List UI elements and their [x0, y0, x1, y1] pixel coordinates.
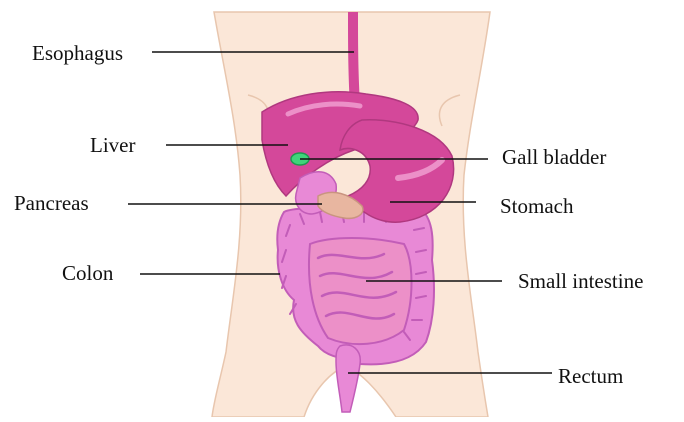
- gall-bladder-label: Gall bladder: [502, 147, 606, 168]
- stomach-label: Stomach: [500, 196, 574, 217]
- liver-label: Liver: [90, 135, 135, 156]
- esophagus-label: Esophagus: [32, 43, 123, 64]
- small-intestine-label: Small intestine: [518, 271, 643, 292]
- pancreas-label: Pancreas: [14, 193, 89, 214]
- colon-label: Colon: [62, 263, 113, 284]
- rectum-organ: [336, 345, 360, 412]
- rectum-label: Rectum: [558, 366, 623, 387]
